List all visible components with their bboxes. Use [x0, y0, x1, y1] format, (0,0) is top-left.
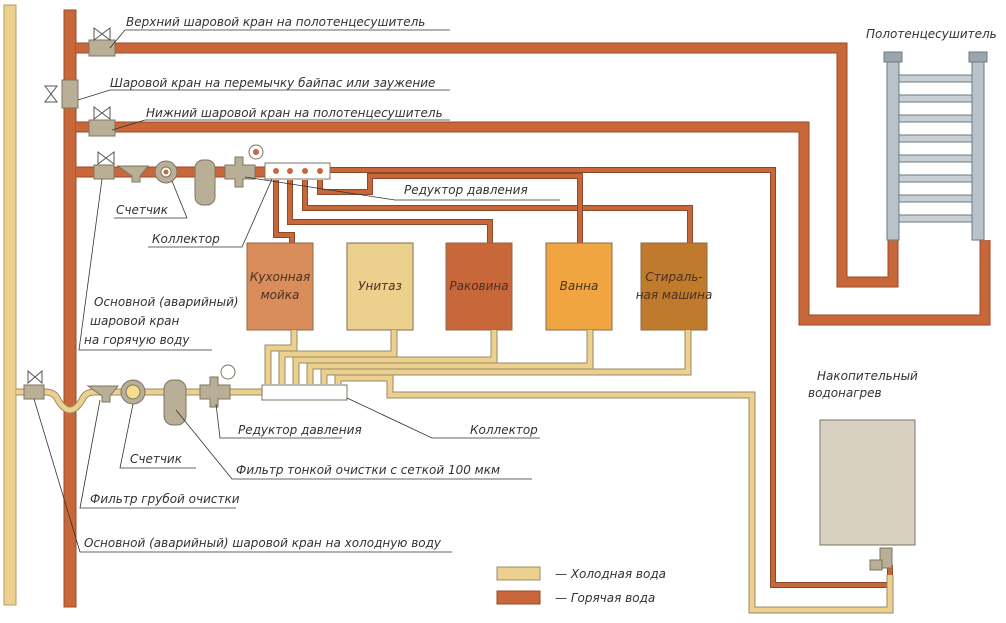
valve-handle-icon	[27, 369, 43, 385]
cold-branch	[16, 330, 894, 614]
valve-handle-icon	[93, 106, 111, 120]
legend-label-cold: — Холодная вода	[555, 567, 666, 581]
riser-valves	[44, 27, 116, 137]
fixture: Ванна	[545, 242, 613, 331]
hot-coarse-filter	[116, 165, 150, 183]
cold-coarse-filter	[86, 385, 120, 403]
towel-dryer-rung	[898, 194, 973, 203]
fixture-label: Кухонная	[250, 270, 310, 284]
label-fine-filter: Фильтр тонкой очистки с сеткой 100 мкм	[236, 463, 500, 477]
label-towel-dryer: Полотенцесушитель	[866, 27, 997, 41]
label-water-heater: Накопительный водонагрев	[808, 369, 922, 400]
hot-main-valve[interactable]	[93, 164, 115, 180]
bypass-valve[interactable]	[61, 79, 79, 109]
valve-handle-icon	[93, 27, 111, 41]
pressure-gauge-icon	[220, 364, 236, 380]
fixture-box	[545, 242, 613, 331]
cold-main-valve[interactable]	[23, 384, 45, 400]
label-hot-meter: Счетчик	[116, 203, 169, 217]
fixture-label: Ванна	[560, 279, 599, 293]
fixture-box	[640, 242, 708, 331]
fixture-label: ная машина	[636, 288, 713, 302]
legend-label-hot: — Горячая вода	[555, 591, 655, 605]
legend-swatch-hot	[496, 590, 541, 605]
fixture-box	[346, 242, 414, 331]
label-cold-meter: Счетчик	[130, 452, 183, 466]
label-coarse-filter: Фильтр грубой очистки	[90, 492, 240, 506]
fixture: Кухонная мойка	[246, 242, 314, 331]
towel-dryer	[883, 51, 988, 241]
bottom-towel-valve[interactable]	[88, 119, 116, 137]
cold-pressure-reducer	[199, 376, 231, 408]
legend: — Холодная вода — Горячая вода	[496, 566, 666, 605]
hot-collector	[264, 162, 331, 180]
hot-fine-filter	[194, 159, 216, 206]
hot-riser	[63, 9, 77, 608]
label-cold-collector: Коллектор	[470, 423, 538, 437]
valve-handle-icon	[44, 85, 58, 103]
label-hot-main-valve: Основной (аварийный) шаровой кран на гор…	[84, 295, 242, 347]
label-hot-pressure-reducer: Редуктор давления	[404, 183, 528, 197]
fixture-label: мойка	[261, 288, 300, 302]
label-bypass-valve: Шаровой кран на перемычку байпас или зау…	[110, 76, 435, 90]
fixture-box	[246, 242, 314, 331]
label-bottom-valve-towel: Нижний шаровой кран на полотенцесушитель	[146, 106, 443, 120]
towel-dryer-rung	[898, 94, 973, 103]
cold-fine-filter	[163, 379, 187, 426]
label-cold-main-valve: Основной (аварийный) шаровой кран на хол…	[84, 536, 442, 550]
fixture-label: Раковина	[449, 279, 508, 293]
fixture: Унитаз	[346, 242, 414, 331]
fixture: Стираль-ная машина	[636, 242, 713, 331]
fixtures: Кухонная мойка Унитаз Раковина Ванна Стираль-…	[246, 242, 713, 331]
towel-dryer-rung	[898, 214, 973, 223]
label-hot-collector: Коллектор	[152, 232, 220, 246]
towel-dryer-rung	[898, 114, 973, 123]
cold-collector	[261, 384, 348, 401]
fixture-box	[445, 242, 513, 331]
legend-swatch-cold	[496, 566, 541, 581]
label-top-valve-towel: Верхний шаровой кран на полотенцесушител…	[126, 15, 425, 29]
hot-pressure-reducer	[224, 156, 256, 188]
labels: Верхний шаровой кран на полотенцесушител…	[33, 15, 997, 553]
towel-dryer-rung	[898, 134, 973, 143]
towel-dryer-rung	[898, 154, 973, 163]
fixture-label: Унитаз	[358, 279, 402, 293]
towel-dryer-pipes	[76, 42, 991, 326]
label-cold-pressure-reducer: Редуктор давления	[238, 423, 362, 437]
cold-riser	[3, 4, 17, 606]
water-heater	[819, 419, 916, 571]
valve-handle-icon	[97, 151, 115, 165]
fixture: Раковина	[445, 242, 513, 331]
towel-dryer-rung	[898, 174, 973, 183]
fixture-label: Стираль-	[645, 270, 702, 284]
top-towel-valve[interactable]	[88, 39, 116, 57]
towel-dryer-rung	[898, 74, 973, 83]
